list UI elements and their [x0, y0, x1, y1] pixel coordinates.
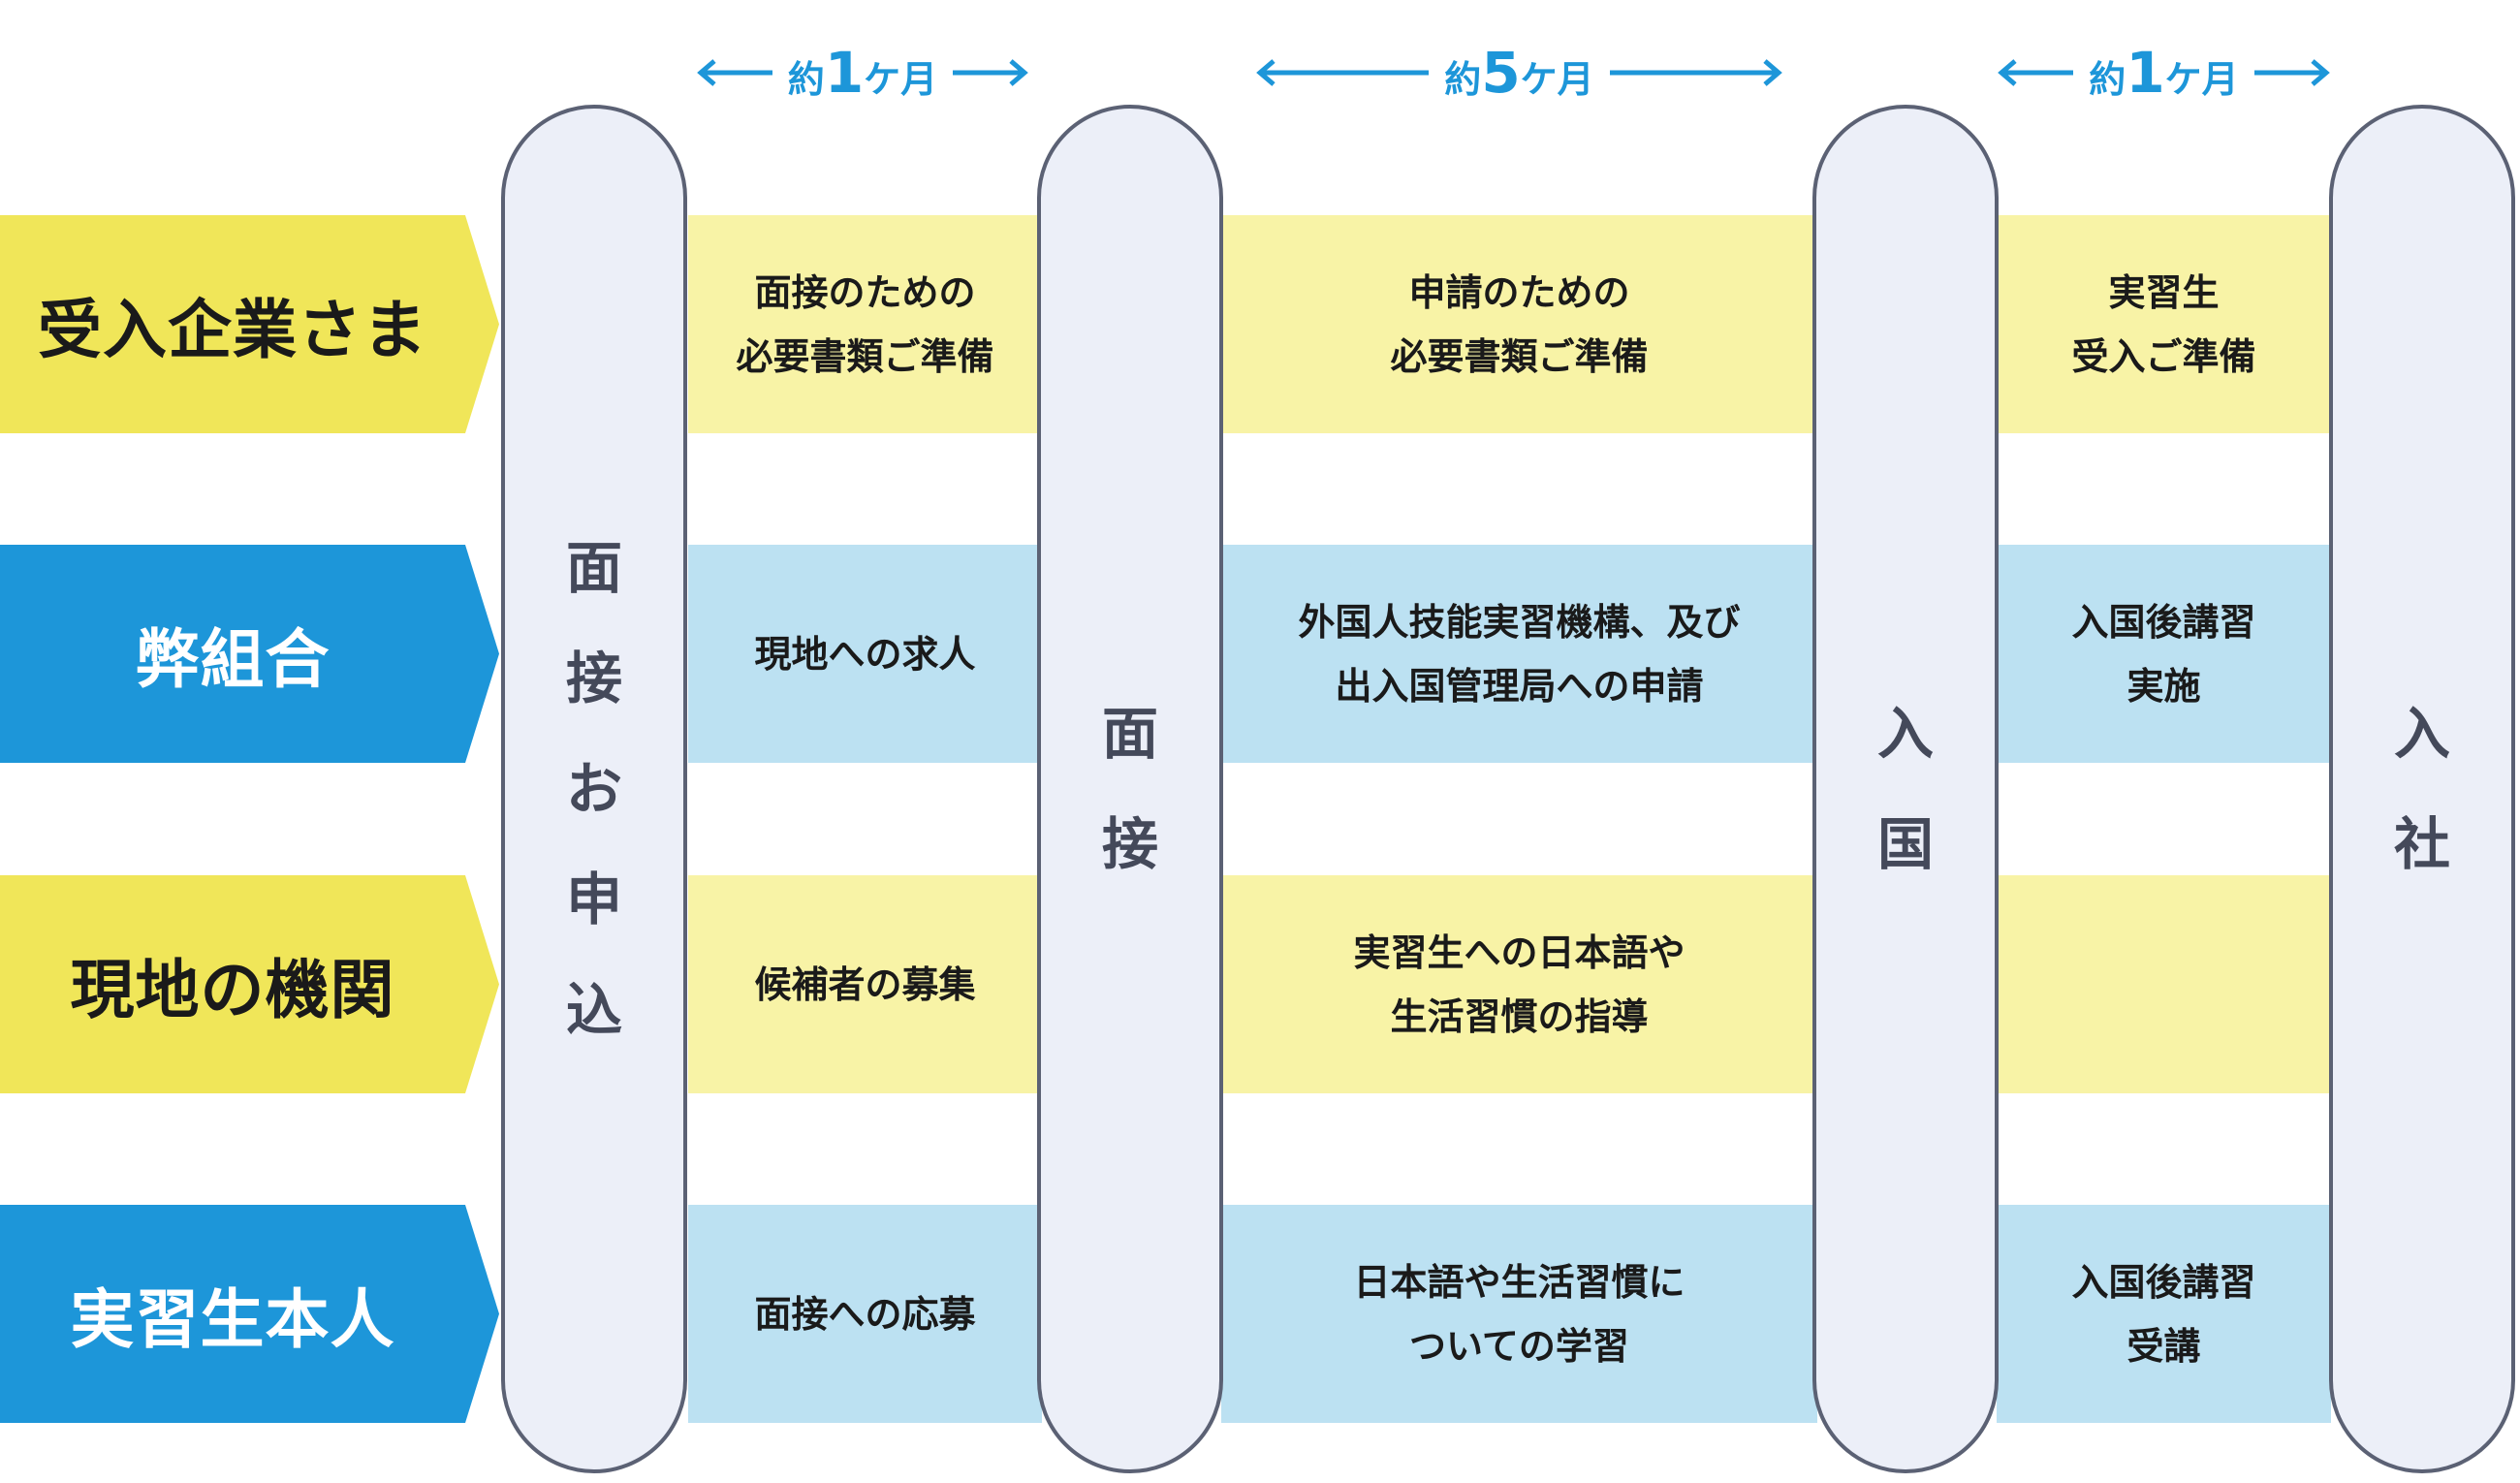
milestone-char: 接: [1101, 811, 1158, 877]
lane-union: 弊組合: [0, 545, 499, 763]
milestone-char: 面: [1101, 701, 1158, 767]
task-cell: 現地への求人: [688, 545, 1042, 763]
task-text: 候補者の募集: [754, 962, 976, 1006]
duration-label: 約 1 ケ月: [2089, 40, 2238, 106]
lane-label: 現地の機関: [70, 952, 395, 1027]
milestone-char: 込: [565, 977, 622, 1043]
task-text: 実習生 受入ご準備: [2071, 270, 2256, 378]
task-cell: 面接への応募: [688, 1205, 1042, 1423]
milestone-char: 入: [1876, 701, 1934, 767]
duration-label: 約 5 ケ月: [1444, 40, 1593, 106]
duration-prefix: 約: [787, 58, 825, 101]
arrow-left-icon: [1256, 59, 1430, 86]
milestone-char: 面: [565, 535, 622, 601]
task-cell: 入国後講習 実施: [1997, 545, 2331, 763]
lane-label: 弊組合: [135, 621, 331, 697]
task-text: 実習生への日本語や 生活習慣の指導: [1353, 931, 1685, 1038]
arrow-left-icon: [696, 59, 772, 86]
milestone-entry: 入 国: [1812, 105, 1999, 1473]
task-text: 面接のための 必要書類ご準備: [736, 270, 994, 378]
duration-number: 1: [2126, 40, 2165, 106]
task-cell: 外国人技能実習機構、及び 出入国管理局への申請: [1221, 545, 1817, 763]
task-cell: 入国後講習 受講: [1997, 1205, 2331, 1423]
milestone-interview: 面 接: [1037, 105, 1223, 1473]
duration-suffix: ケ月: [864, 58, 938, 101]
task-cell: 申請のための 必要書類ご準備: [1221, 215, 1817, 433]
task-text: 外国人技能実習機構、及び 出入国管理局への申請: [1298, 600, 1741, 708]
task-text: 日本語や生活習慣に ついての学習: [1353, 1260, 1685, 1368]
duration-prefix: 約: [2089, 58, 2126, 101]
task-cell: [1997, 875, 2331, 1093]
duration-prefix: 約: [1444, 58, 1482, 101]
task-text: 面接への応募: [754, 1292, 976, 1336]
task-text: 入国後講習 実施: [2071, 600, 2256, 708]
task-text: 現地への求人: [754, 632, 976, 676]
milestone-char: 接: [565, 646, 622, 711]
milestone-join-company: 入 社: [2329, 105, 2515, 1473]
arrow-right-icon: [1609, 59, 1782, 86]
task-cell: 面接のための 必要書類ご準備: [688, 215, 1042, 433]
milestone-interview-application: 面 接 お 申 込: [501, 105, 687, 1473]
lane-company: 受入企業さま: [0, 215, 499, 433]
milestone-char: 国: [1876, 811, 1934, 877]
milestone-char: お: [565, 756, 622, 822]
arrow-right-icon: [953, 59, 1029, 86]
arrow-left-icon: [1998, 59, 2074, 86]
duration-phase-2: 約 5 ケ月: [1231, 39, 1808, 107]
lane-trainee: 実習生本人: [0, 1205, 499, 1423]
task-cell: 実習生への日本語や 生活習慣の指導: [1221, 875, 1817, 1093]
milestone-char: 社: [2393, 811, 2450, 877]
milestone-char: 申: [565, 867, 622, 932]
lane-local-agency: 現地の機関: [0, 875, 499, 1093]
duration-number: 5: [1481, 40, 1521, 106]
task-text: 申請のための 必要書類ご準備: [1390, 270, 1649, 378]
milestone-char: 入: [2393, 701, 2450, 767]
lane-label: 実習生本人: [70, 1281, 395, 1357]
duration-label: 約 1 ケ月: [788, 40, 937, 106]
lane-label: 受入企業さま: [38, 292, 427, 367]
task-text: 入国後講習 受講: [2071, 1260, 2256, 1368]
duration-phase-1: 約 1 ケ月: [678, 39, 1047, 107]
task-cell: 実習生 受入ご準備: [1997, 215, 2331, 433]
task-cell: 候補者の募集: [688, 875, 1042, 1093]
duration-phase-3: 約 1 ケ月: [1977, 39, 2350, 107]
arrow-right-icon: [2253, 59, 2330, 86]
task-cell: 日本語や生活習慣に ついての学習: [1221, 1205, 1817, 1423]
duration-suffix: ケ月: [1520, 58, 1594, 101]
duration-suffix: ケ月: [2164, 58, 2239, 101]
duration-number: 1: [824, 40, 865, 106]
